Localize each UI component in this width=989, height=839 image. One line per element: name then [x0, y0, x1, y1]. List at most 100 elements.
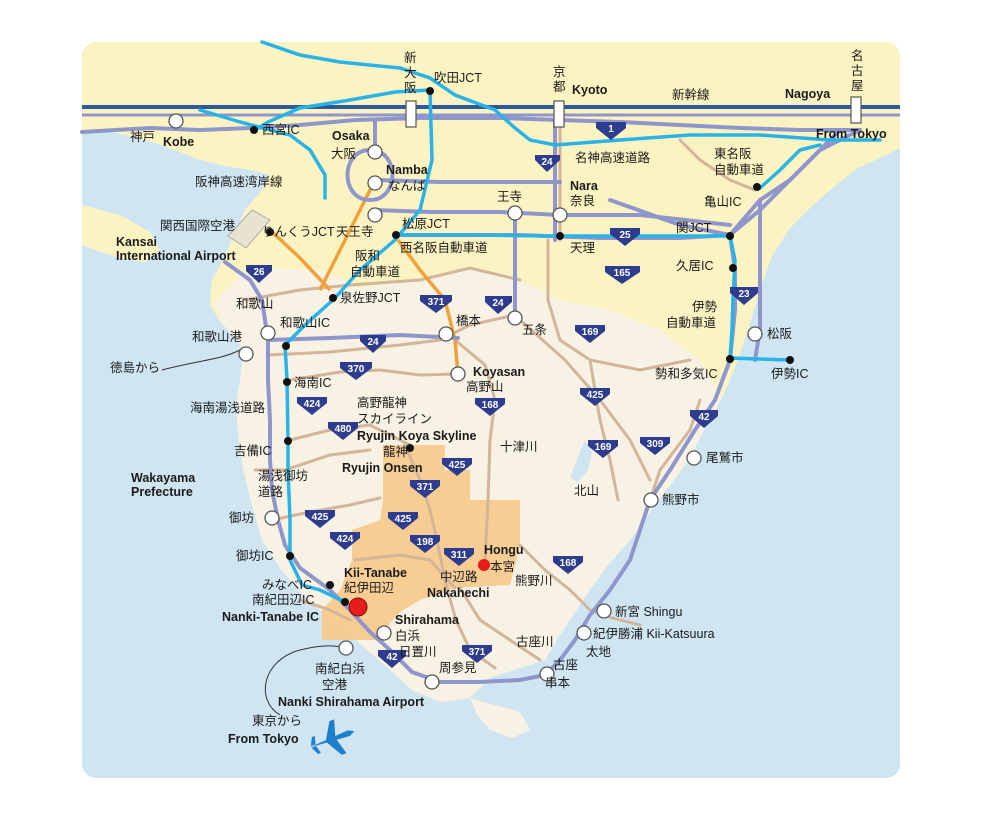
svg-text:京: 京 [553, 65, 566, 79]
svg-text:橋本: 橋本 [456, 314, 482, 328]
svg-text:425: 425 [587, 390, 604, 401]
svg-text:自動車道: 自動車道 [714, 163, 765, 177]
station-kyoto [553, 100, 565, 128]
svg-text:371: 371 [469, 647, 486, 658]
route-shield-icon: 26 [246, 265, 272, 283]
svg-text:南紀白浜: 南紀白浜 [315, 661, 365, 676]
route-shield-icon: 168 [553, 556, 583, 574]
svg-text:309: 309 [647, 439, 664, 450]
svg-text:紀伊田辺: 紀伊田辺 [344, 581, 395, 595]
svg-text:屋: 屋 [851, 79, 864, 93]
svg-text:Prefecture: Prefecture [131, 485, 193, 499]
svg-text:198: 198 [417, 537, 434, 548]
svg-text:Shirahama: Shirahama [395, 613, 460, 627]
svg-text:新宮 Shingu: 新宮 Shingu [615, 604, 682, 619]
svg-text:周参見: 周参見 [439, 660, 477, 675]
svg-text:北山: 北山 [574, 484, 599, 498]
dot-gobo-ic [286, 552, 294, 560]
node-namba [367, 175, 383, 191]
station-labels: 新 大 阪 京 都 Kyoto 名 古 屋 Nagoya 新幹線 From To… [404, 48, 887, 141]
destination-kii-tanabe [348, 597, 368, 617]
svg-text:湯浅御坊: 湯浅御坊 [258, 468, 308, 483]
svg-text:王寺: 王寺 [497, 190, 522, 204]
svg-text:Ryujin Koya Skyline: Ryujin Koya Skyline [357, 429, 477, 443]
svg-text:西名阪自動車道: 西名阪自動車道 [400, 240, 488, 255]
dot-matsubara-jct [392, 231, 400, 239]
svg-text:371: 371 [428, 297, 445, 308]
svg-text:都: 都 [553, 80, 566, 94]
svg-text:阪和: 阪和 [355, 249, 380, 263]
airport-icon [227, 209, 271, 249]
svg-text:425: 425 [312, 512, 329, 523]
svg-text:23: 23 [738, 289, 750, 300]
svg-text:古座: 古座 [553, 657, 578, 672]
route-shield-icon: 371 [462, 645, 492, 663]
svg-text:424: 424 [304, 399, 321, 410]
svg-text:阪神高速湾岸線: 阪神高速湾岸線 [195, 174, 283, 189]
node-nanki-airport [338, 640, 354, 656]
station-shin-osaka [405, 100, 417, 128]
svg-text:本宮: 本宮 [490, 559, 515, 574]
svg-text:尾鷲市: 尾鷲市 [706, 450, 744, 465]
svg-text:165: 165 [614, 268, 631, 279]
svg-text:なんば: なんば [388, 179, 426, 193]
node-osaka [367, 144, 383, 160]
svg-text:24: 24 [492, 298, 504, 309]
svg-text:自動車道: 自動車道 [666, 316, 717, 330]
svg-text:南紀田辺IC: 南紀田辺IC [252, 592, 315, 607]
svg-text:Kii-Tanabe: Kii-Tanabe [344, 566, 407, 580]
svg-text:24: 24 [541, 157, 553, 168]
svg-text:480: 480 [335, 424, 352, 435]
dot-kameyama-ic [753, 183, 761, 191]
route-shield-icon: 23 [730, 287, 758, 305]
svg-text:スカイライン: スカイライン [357, 412, 432, 426]
node-susami [424, 674, 440, 690]
route-shield-icon: 42 [690, 410, 718, 428]
svg-text:Koyasan: Koyasan [473, 365, 525, 379]
svg-text:Osaka: Osaka [332, 129, 371, 143]
route-shield-icon: 25 [610, 228, 640, 246]
svg-text:42: 42 [386, 652, 398, 663]
node-kushimoto [539, 666, 555, 682]
svg-text:新: 新 [404, 50, 417, 65]
route-shield-icon: 371 [410, 480, 440, 498]
svg-text:徳島から: 徳島から [110, 360, 160, 375]
svg-text:大: 大 [404, 66, 417, 80]
svg-text:名神高速道路: 名神高速道路 [575, 150, 651, 165]
svg-text:東京から: 東京から [252, 714, 302, 728]
dot-hisai-ic [729, 264, 737, 272]
svg-text:和歌山: 和歌山 [236, 296, 274, 311]
svg-text:海南湯浅道路: 海南湯浅道路 [190, 400, 266, 415]
svg-text:名: 名 [851, 48, 864, 63]
svg-text:Nakahechi: Nakahechi [427, 586, 490, 600]
dot-ryujin [406, 444, 414, 452]
svg-text:五条: 五条 [522, 323, 548, 337]
svg-text:古: 古 [851, 63, 864, 78]
svg-text:勢和多気IC: 勢和多気IC [655, 366, 718, 381]
dot-seki-jct [726, 232, 734, 240]
svg-text:白浜: 白浜 [395, 628, 420, 643]
svg-text:みなべIC: みなべIC [262, 578, 312, 592]
svg-text:425: 425 [449, 460, 466, 471]
svg-text:26: 26 [253, 267, 265, 278]
svg-text:関西国際空港: 関西国際空港 [160, 219, 236, 233]
svg-text:太地: 太地 [586, 644, 612, 659]
node-wakayama [260, 325, 276, 341]
svg-text:370: 370 [348, 364, 365, 375]
svg-text:奈良: 奈良 [570, 193, 595, 208]
svg-text:Kobe: Kobe [163, 135, 194, 149]
svg-text:168: 168 [482, 400, 499, 411]
node-kii-katsuura [576, 625, 592, 641]
svg-text:高野山: 高野山 [466, 379, 504, 394]
route-shield-icon: 1 [596, 122, 626, 140]
svg-text:道路: 道路 [258, 484, 284, 499]
map-background [82, 42, 900, 778]
dot-rinku-jct [266, 228, 274, 236]
svg-text:りんくうJCT: りんくうJCT [262, 225, 335, 239]
svg-text:425: 425 [395, 514, 412, 525]
svg-text:東名阪: 東名阪 [714, 146, 752, 161]
dot-izumisano-jct [329, 294, 337, 302]
route-shield-icon: 425 [580, 388, 610, 406]
svg-text:Wakayama: Wakayama [131, 471, 196, 485]
